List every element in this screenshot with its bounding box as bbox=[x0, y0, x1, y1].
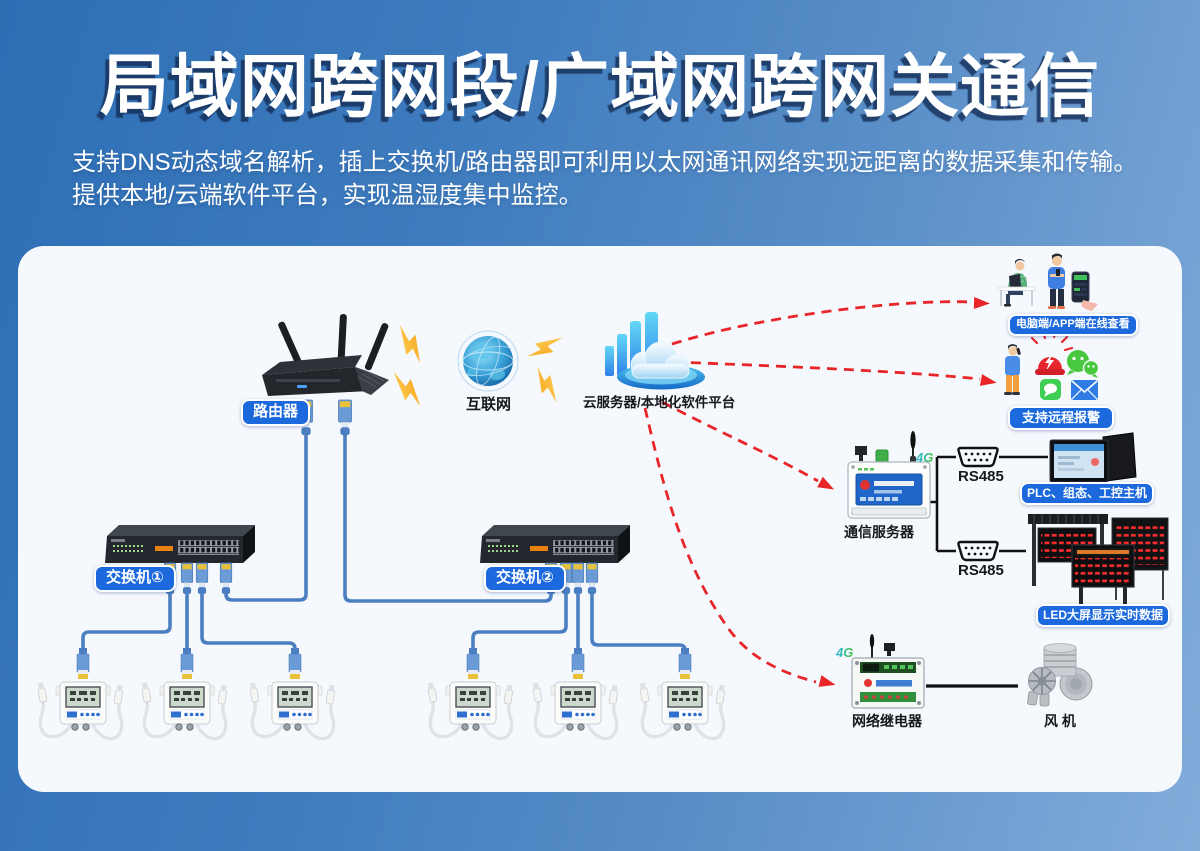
lightning-bolt-icon bbox=[526, 364, 568, 406]
relay-device bbox=[851, 634, 925, 709]
led-boards bbox=[1028, 514, 1169, 616]
lightning-bolt-icon bbox=[383, 368, 431, 410]
siren-icon bbox=[1030, 329, 1074, 375]
cloud-label: 云服务器/本地化软件平台 bbox=[583, 395, 736, 410]
led-label: LED大屏显示实时数据 bbox=[1036, 604, 1171, 627]
message-icon bbox=[1040, 379, 1061, 400]
cloud-platform bbox=[605, 312, 705, 390]
sensor-device bbox=[637, 646, 728, 741]
internet-globe bbox=[457, 330, 519, 392]
ethernet-cables bbox=[81, 430, 687, 651]
sensor-device bbox=[425, 646, 516, 741]
fan-device bbox=[1027, 643, 1093, 707]
router-label: 路由器 bbox=[241, 399, 311, 426]
wechat-icon bbox=[1067, 350, 1100, 378]
comm-server-label: 通信服务器 bbox=[844, 524, 914, 540]
description-line2: 提供本地/云端软件平台，实现温湿度集中监控。 bbox=[72, 182, 583, 209]
router-plug-2 bbox=[337, 399, 353, 436]
4g-label-server: 4G bbox=[916, 450, 934, 465]
arrow-cloud-to-server bbox=[661, 400, 819, 483]
arrows bbox=[643, 300, 981, 684]
arrow-heads bbox=[817, 297, 997, 687]
rs485-label-2: RS485 bbox=[958, 562, 1004, 579]
serial-lines bbox=[926, 455, 1048, 688]
sensor-device bbox=[35, 646, 126, 741]
arrow-cloud-to-alarm bbox=[673, 360, 981, 381]
rs485-connector-2 bbox=[957, 540, 999, 562]
comm-server-device bbox=[847, 431, 931, 519]
pc-app-illustration bbox=[997, 253, 1098, 311]
page-title: 局域网跨网段/广域网跨网关通信 bbox=[99, 48, 1101, 125]
description: 支持DNS动态域名解析，插上交换机/路由器即可利用以太网通讯网络实现远距离的数据… bbox=[72, 146, 1137, 212]
arrow-cloud-to-relay bbox=[643, 407, 817, 684]
alarm-illustration bbox=[1004, 329, 1100, 400]
sensor-device bbox=[139, 646, 230, 741]
arrow-cloud-to-pc bbox=[671, 300, 973, 346]
alarm-label: 支持远程报警 bbox=[1008, 406, 1115, 431]
4g-label-relay: 4G bbox=[836, 645, 854, 660]
description-line1: 支持DNS动态域名解析，插上交换机/路由器即可利用以太网通讯网络实现远距离的数据… bbox=[72, 149, 1138, 176]
lightning-bolt-icon bbox=[387, 321, 433, 367]
plc-label: PLC、组态、工控主机 bbox=[1020, 482, 1155, 505]
switch-2-device bbox=[480, 525, 630, 563]
rs485-connector-1 bbox=[957, 446, 999, 468]
switch-1-device bbox=[105, 525, 255, 563]
switch1-label: 交换机① bbox=[94, 565, 176, 592]
switch2-label: 交换机② bbox=[484, 565, 566, 592]
sensor-device bbox=[247, 646, 338, 741]
rs485-label-1: RS485 bbox=[958, 468, 1004, 485]
pc-app-label: 电脑端/APP端在线查看 bbox=[1008, 314, 1138, 336]
fan-label: 风 机 bbox=[1044, 713, 1076, 729]
router-device bbox=[262, 314, 389, 396]
lightning-bolt-icon bbox=[524, 326, 566, 368]
relay-label: 网络继电器 bbox=[852, 713, 922, 729]
plc-monitors bbox=[1049, 432, 1137, 485]
mail-icon bbox=[1071, 380, 1098, 400]
sensor-device bbox=[530, 646, 621, 741]
internet-label: 互联网 bbox=[466, 396, 512, 413]
